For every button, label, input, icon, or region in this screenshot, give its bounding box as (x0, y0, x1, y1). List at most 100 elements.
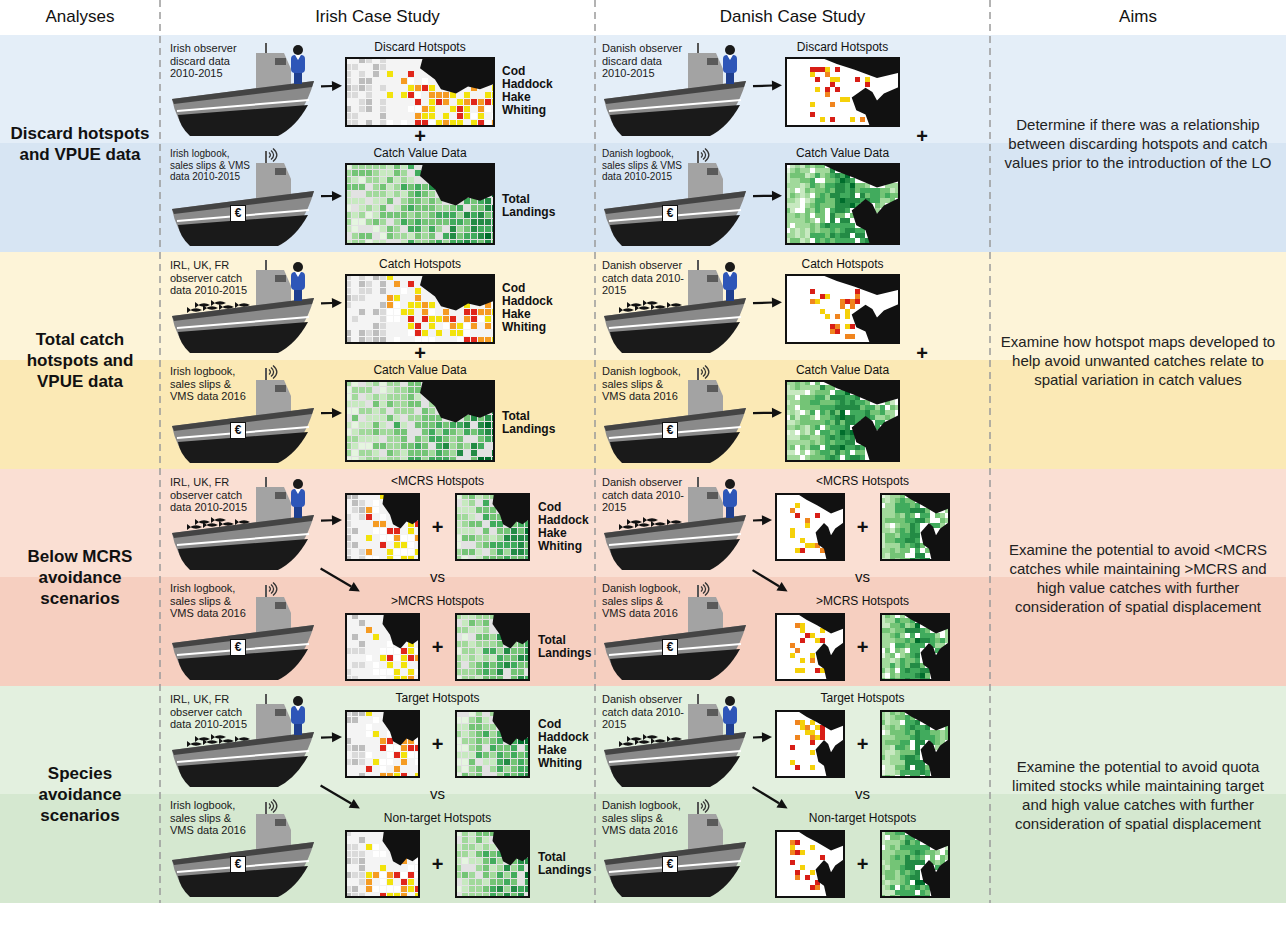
fishing-vessel (600, 579, 750, 683)
map-heading: Non-target Hotspots (775, 810, 950, 826)
value-grid-map (455, 493, 530, 561)
aim-text: Examine how hotspot maps developed to he… (1000, 332, 1276, 389)
map-heading: Non-target Hotspots (345, 810, 530, 826)
vessel-label: Danish logbook, sales slips & VMS data 2… (602, 799, 686, 837)
hotspot-grid-map (345, 613, 420, 681)
value-grid-map (455, 613, 530, 681)
euro-symbol: € (662, 422, 678, 439)
vessel-label: Danish observer catch data 2010-2015 (602, 476, 686, 514)
euro-symbol: € (230, 422, 246, 439)
hotspot-grid-map (345, 830, 420, 898)
flow-arrow (753, 81, 782, 91)
flow-arrow (753, 732, 772, 742)
map-heading: Target Hotspots (345, 690, 530, 706)
hotspot-grid-map (775, 710, 845, 778)
hotspot-map-panel: Catch Value Data (345, 145, 495, 245)
map-heading: Discard Hotspots (785, 39, 900, 55)
hotspot-map-panel: Catch Value Data (785, 362, 900, 462)
species-list: Cod Haddock Hake Whiting (502, 282, 553, 334)
vessel-data-source: Danish observer catch data 2010-2015 (600, 473, 750, 573)
map-heading: Catch Hotspots (345, 256, 495, 272)
vessel-label: Irish observer discard data 2010-2015 (170, 42, 254, 80)
plus-sign: + (408, 343, 432, 363)
euro-symbol: € (230, 639, 246, 656)
species-list: Cod Haddock Hake Whiting (538, 718, 589, 770)
hotspot-grid-map (345, 493, 420, 561)
grid-map (345, 380, 495, 462)
aim-text: Examine the potential to avoid quota lim… (1000, 757, 1276, 833)
hotspot-map-panel: Catch Hotspots (785, 256, 900, 344)
analysis-name: Discard hotspots and VPUE data (4, 123, 156, 165)
versus-label: vs (843, 568, 883, 585)
analysis-band: Below MCRS avoidance scenarios Examine th… (0, 469, 1286, 686)
euro-symbol: € (662, 856, 678, 873)
vessel-data-source: Irish logbook, sales slips & VMS data 20… (168, 362, 318, 466)
map-heading: Catch Value Data (785, 145, 900, 161)
flow-arrow (321, 81, 342, 91)
analysis-name: Species avoidance scenarios (4, 763, 156, 826)
plus-sign: + (426, 734, 450, 754)
hotspot-map-panel: Discard Hotspots (785, 39, 900, 127)
vessel-label: Danish logbook, sales slips & VMS data 2… (602, 582, 686, 620)
value-grid-map (880, 830, 950, 898)
map-heading: Discard Hotspots (345, 39, 495, 55)
hotspot-map-panel: Discard Hotspots (345, 39, 495, 127)
map-heading: Catch Value Data (785, 362, 900, 378)
vessel-data-source: Danish logbook, sales slips & VMS data 2… (600, 796, 750, 900)
hotspot-map-panel: Catch Hotspots (345, 256, 495, 344)
hotspot-map-panel: Catch Value Data (345, 362, 495, 462)
plus-sign: + (851, 517, 875, 537)
vessel-data-source: Danish logbook, sales slips & VMS data 2… (600, 145, 750, 249)
plus-sign: + (851, 637, 875, 657)
species-list: Total Landings (502, 193, 555, 219)
flow-arrow (753, 298, 782, 308)
column-header: Irish Case Study (160, 6, 595, 28)
vessel-data-source: Danish observer catch data 2010-2015 (600, 256, 750, 356)
species-list: Cod Haddock Hake Whiting (502, 65, 553, 117)
vessel-data-source: Danish logbook, sales slips & VMS data 2… (600, 362, 750, 466)
analysis-band: Discard hotspots and VPUE dataDetermine … (0, 35, 1286, 252)
hotspot-grid-map (775, 830, 845, 898)
fishing-vessel (168, 362, 318, 466)
species-list: Total Landings (538, 634, 591, 660)
flow-arrow (753, 515, 772, 525)
aim-text: Examine the potential to avoid <MCRS cat… (1000, 540, 1276, 616)
hotspot-map-panel: Catch Value Data (785, 145, 900, 245)
grid-map (785, 274, 900, 344)
versus-label: vs (418, 568, 458, 585)
plus-sign: + (851, 854, 875, 874)
flow-arrow (321, 515, 342, 525)
map-heading: >MCRS Hotspots (345, 593, 530, 609)
column-header: Aims (990, 6, 1286, 28)
value-grid-map (455, 710, 530, 778)
euro-symbol: € (662, 205, 678, 222)
grid-map (785, 163, 900, 245)
species-list: Total Landings (538, 851, 591, 877)
vessel-data-source: Irish logbook, sales slips & VMS data 20… (168, 145, 318, 249)
flow-arrow (753, 408, 782, 418)
vessel-data-source: Irish logbook, sales slips & VMS data 20… (168, 796, 318, 900)
vessel-label: IRL, UK, FR observer catch data 2010-201… (170, 693, 254, 731)
map-heading: Catch Value Data (345, 145, 495, 161)
flow-arrow (321, 732, 342, 742)
grid-map (345, 57, 495, 127)
flow-arrow (321, 298, 342, 308)
column-header: Danish Case Study (595, 6, 990, 28)
column-header: Analyses (0, 6, 160, 28)
plus-sign: + (426, 517, 450, 537)
vessel-label: Irish logbook, sales slips & VMS data 20… (170, 582, 254, 620)
map-heading: Target Hotspots (775, 690, 950, 706)
species-list: Total Landings (502, 410, 555, 436)
analysis-name: Total catch hotspots and VPUE data (4, 329, 156, 392)
value-grid-map (880, 493, 950, 561)
plus-sign: + (851, 734, 875, 754)
fishing-vessel (168, 579, 318, 683)
analysis-name: Below MCRS avoidance scenarios (4, 546, 156, 609)
value-grid-map (880, 710, 950, 778)
vessel-label: Danish logbook, sales slips & VMS data 2… (602, 148, 686, 183)
flow-arrow (321, 568, 360, 591)
vessel-data-source: IRL, UK, FR observer catch data 2010-201… (168, 690, 318, 790)
map-heading: <MCRS Hotspots (345, 473, 530, 489)
hotspot-grid-map (775, 613, 845, 681)
value-grid-map (880, 613, 950, 681)
